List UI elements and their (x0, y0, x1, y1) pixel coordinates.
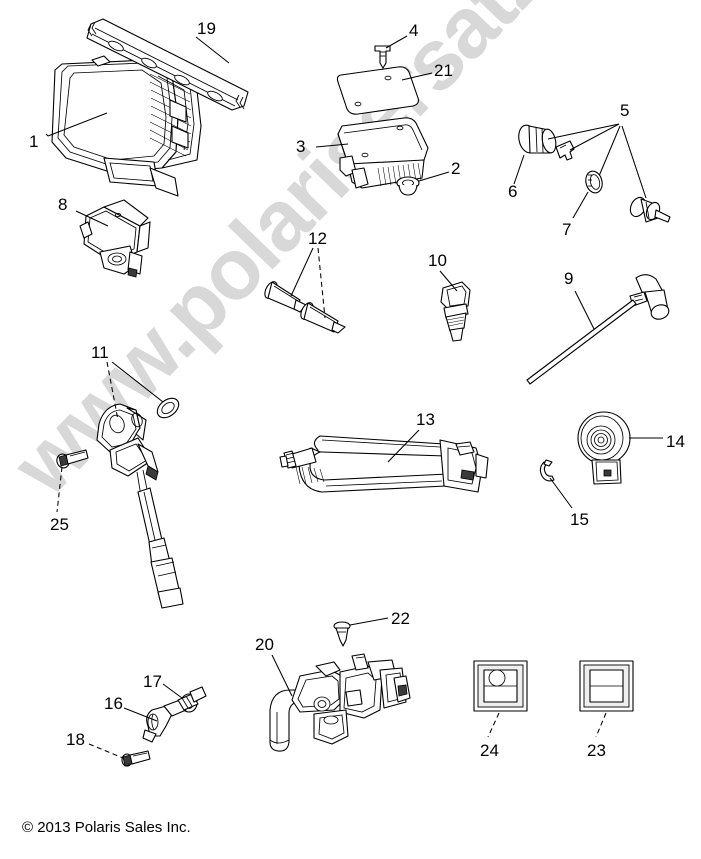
part-fuel-rail-injector-line: 13 (279, 410, 489, 493)
callout-label-4: 4 (409, 21, 418, 40)
callout-label-23: 23 (587, 741, 606, 760)
callout-label-3: 3 (296, 137, 305, 156)
callout-label-19: 19 (197, 19, 216, 38)
part-ignition-switch-key-set: 5 (547, 101, 647, 199)
callout-label-10: 10 (428, 251, 447, 270)
callout-label-8: 8 (58, 195, 67, 214)
part-sensor-mounting-bolt: 25 (50, 449, 89, 534)
part-ignition-switch-barrel: 6 (508, 124, 557, 201)
part-connector-boot-pair: 12 (264, 229, 346, 334)
part-fuel-line-quick-connect: 16 (104, 686, 207, 743)
part-retaining-clip: 15 (539, 459, 589, 529)
part-relay-module: 24 (473, 660, 528, 760)
part-control-module-housing: 3 (296, 117, 429, 189)
callout-label-2: 2 (451, 159, 460, 178)
callout-label-18: 18 (66, 730, 85, 749)
part-mounting-bracket-strip: 19 (86, 18, 249, 111)
callout-label-12: 12 (308, 229, 327, 248)
part-coolant-temperature-sensor: 10 (428, 251, 471, 342)
callout-label-22: 22 (391, 609, 410, 628)
callout-label-21: 21 (434, 61, 453, 80)
callout-label-25: 25 (50, 515, 69, 534)
part-map-sensor: 8 (58, 195, 151, 278)
part-dipstick-assembly: 9 (526, 269, 670, 385)
callout-label-5: 6 (508, 182, 517, 201)
part-mounting-screw: 18 (66, 730, 151, 767)
part-ignition-coil: 14 (577, 411, 685, 485)
part-fuel-pump-assembly: 20 (255, 635, 411, 752)
callout-label-11: 11 (91, 343, 109, 362)
callout-label-6: 5 (620, 101, 629, 120)
callout-label-7: 7 (562, 220, 571, 239)
part-grommet: 2 (396, 159, 460, 196)
callout-label-20: 20 (255, 635, 274, 654)
part-electronic-control-module: 1 (29, 55, 202, 197)
callout-label-24: 24 (480, 741, 499, 760)
copyright-notice: © 2013 Polaris Sales Inc. (22, 819, 191, 836)
callout-label-15: 15 (570, 510, 589, 529)
callout-label-9: 9 (564, 269, 573, 288)
part-speed-sensor-harness: 11 (91, 343, 184, 609)
callout-label-16: 16 (104, 694, 123, 713)
callout-label-17: 17 (143, 672, 162, 691)
part-push-rivet-fastener-4: 4 (374, 21, 418, 69)
part-push-rivet-fastener-22: 22 (333, 609, 410, 647)
callout-label-1: 1 (29, 132, 38, 151)
callout-label-13: 13 (416, 410, 435, 429)
part-ignition-connector-plug (629, 196, 671, 223)
part-switch-retainer-ring: 7 (562, 170, 603, 239)
part-fuse-block-module: 23 (579, 660, 634, 760)
part-module-cover-plate: 21 (336, 61, 453, 115)
callout-label-14: 14 (666, 432, 685, 451)
